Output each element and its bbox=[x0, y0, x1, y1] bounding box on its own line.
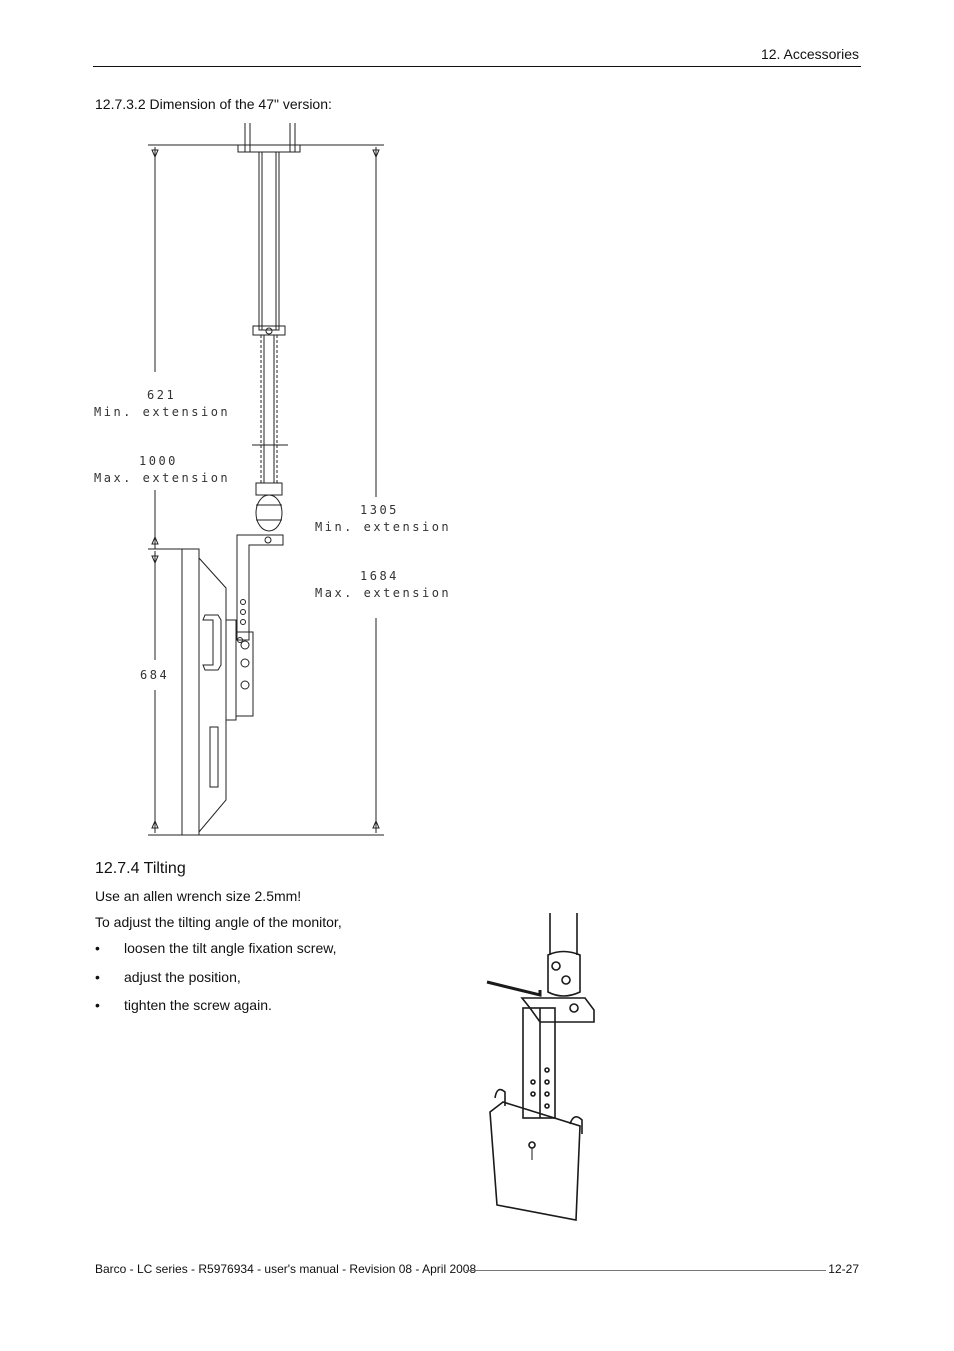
bullet: • bbox=[95, 968, 100, 985]
tilt-fixation-screw bbox=[569, 1003, 579, 1013]
dim-value-1684: 1684 bbox=[360, 569, 399, 583]
step-text: tighten the screw again. bbox=[124, 997, 272, 1013]
monitor-back-housing bbox=[198, 556, 227, 834]
page-number: 12-27 bbox=[828, 1262, 859, 1276]
section-title-tilting: 12.7.4 Tilting bbox=[95, 860, 186, 877]
allen-wrench bbox=[486, 980, 542, 997]
header-chapter: 12. Accessories bbox=[760, 46, 859, 62]
monitor-handle bbox=[202, 614, 222, 671]
list-item: • loosen the tilt angle fixation screw, bbox=[95, 936, 336, 965]
monitor-mounting-plate bbox=[489, 1101, 581, 1221]
arrow-bottom-left bbox=[151, 819, 159, 829]
plate-hook-right bbox=[569, 1116, 583, 1134]
arrow-pole-bottom bbox=[151, 535, 159, 545]
plate-hook-left bbox=[494, 1088, 506, 1106]
ball-joint bbox=[547, 950, 581, 997]
bullet: • bbox=[95, 940, 100, 956]
step-text: loosen the tilt angle fixation screw, bbox=[124, 940, 337, 956]
section-title-dimension: 12.7.3.2 Dimension of the 47" version: bbox=[95, 96, 332, 112]
pole-joint bbox=[255, 482, 283, 496]
footer-document-info: Barco - LC series - R5976934 - user's ma… bbox=[95, 1262, 477, 1276]
tilting-steps-list: • loosen the tilt angle fixation screw, •… bbox=[95, 936, 336, 1022]
step-text: adjust the position, bbox=[124, 968, 241, 985]
dim-value-684: 684 bbox=[140, 668, 169, 682]
bracket-top bbox=[520, 997, 595, 1023]
ceiling-plate bbox=[237, 144, 301, 153]
arrow-monitor-top bbox=[151, 555, 159, 565]
arrow-bottom-right bbox=[372, 819, 380, 829]
dim-caption-min-extension: Min. extension bbox=[94, 405, 230, 419]
dim-value-1305: 1305 bbox=[360, 503, 399, 517]
list-item: • tighten the screw again. bbox=[95, 993, 336, 1022]
tilting-illustration bbox=[486, 913, 595, 1221]
monitor-front-panel bbox=[181, 548, 200, 836]
dim-caption-max-extension: Max. extension bbox=[94, 471, 230, 485]
list-item: • adjust the position, bbox=[95, 965, 336, 994]
dim-caption-total-max-extension: Max. extension bbox=[315, 586, 451, 600]
arrow-top-right bbox=[372, 149, 380, 159]
monitor-mount-interface bbox=[225, 619, 237, 721]
bullet: • bbox=[95, 997, 100, 1013]
dim-value-1000: 1000 bbox=[139, 454, 178, 468]
monitor-vent bbox=[209, 726, 219, 788]
dim-caption-total-min-extension: Min. extension bbox=[315, 520, 451, 534]
dim-value-621: 621 bbox=[147, 388, 176, 402]
intro-adjust: To adjust the tilting angle of the monit… bbox=[95, 914, 342, 930]
tilt-ball-joint bbox=[255, 494, 283, 532]
arrow-top-left bbox=[151, 149, 159, 159]
footer-rule bbox=[466, 1270, 826, 1271]
bracket-plate bbox=[235, 631, 254, 717]
pole-upper bbox=[258, 151, 280, 331]
dimension-drawing: 621 Min. extension 1000 Max. extension 1… bbox=[94, 123, 451, 836]
header-rule bbox=[93, 66, 861, 67]
pole-clamp bbox=[252, 325, 286, 336]
intro-wrench: Use an allen wrench size 2.5mm! bbox=[95, 888, 302, 904]
bracket-column bbox=[522, 1007, 556, 1119]
